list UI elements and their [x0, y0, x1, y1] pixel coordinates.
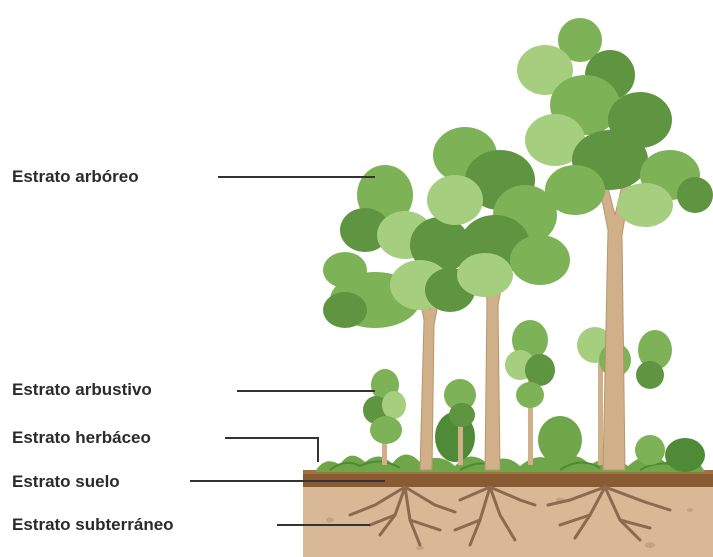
ground-bush: [538, 416, 582, 464]
ground-bush: [635, 435, 665, 465]
label-estrato-herbaceo: Estrato herbáceo: [12, 428, 151, 448]
label-estrato-subterraneo: Estrato subterráneo: [12, 515, 174, 535]
leader-line-herbaceo: [225, 438, 318, 462]
label-estrato-suelo: Estrato suelo: [12, 472, 120, 492]
shrub-layer: [363, 320, 672, 465]
shrub-foliage: [363, 369, 406, 444]
topsoil-layer: [303, 472, 713, 487]
label-estrato-arbustivo: Estrato arbustivo: [12, 380, 152, 400]
soil-layers: [303, 470, 713, 557]
label-estrato-arboreo: Estrato arbóreo: [12, 167, 139, 187]
ground-bush: [665, 438, 705, 472]
tree-canopy: [323, 18, 713, 328]
